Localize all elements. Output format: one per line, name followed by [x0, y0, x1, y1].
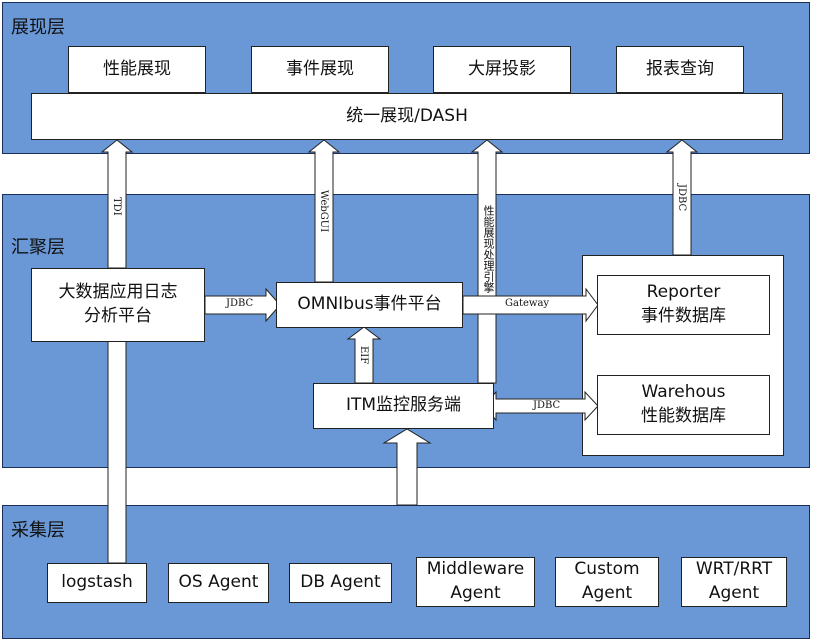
perf-engine-arrow	[470, 139, 504, 384]
jdbc-reporter-arrow	[665, 139, 699, 256]
agent-logstash: logstash	[47, 563, 147, 603]
jdbc-reporter-label: JDBC	[676, 184, 687, 212]
agent-os: OS Agent	[168, 563, 269, 603]
reporter-db: Reporter 事件数据库	[597, 275, 770, 335]
gateway-label: Gateway	[505, 298, 550, 309]
omnibus-platform: OMNIbus事件平台	[276, 282, 463, 328]
module-report: 报表查询	[616, 46, 744, 93]
agent-middleware: Middleware Agent	[416, 557, 535, 607]
module-performance: 性能展现	[68, 46, 206, 93]
agents-to-itm-arrow	[382, 428, 432, 506]
perf-engine-label: 性能展现处理引擎	[482, 205, 495, 293]
tdi-label: TDI	[111, 197, 122, 216]
module-event: 事件展现	[251, 46, 389, 93]
webgui-arrow	[307, 139, 341, 283]
dash-bar: 统一展现/DASH	[31, 93, 783, 140]
itm-server: ITM监控服务端	[313, 383, 494, 429]
collection-layer-title: 采集层	[11, 520, 65, 541]
jdbc-warehouse-label: JDBC	[533, 400, 561, 411]
eif-arrow	[346, 326, 382, 384]
agent-wrt-rrt: WRT/RRT Agent	[681, 557, 787, 607]
agent-custom: Custom Agent	[555, 557, 659, 607]
warehouse-db: Warehous 性能数据库	[597, 375, 770, 435]
logstash-arrow	[100, 312, 134, 564]
eif-label: EIF	[358, 346, 369, 365]
module-bigscreen: 大屏投影	[433, 46, 571, 93]
jdbc-omnibus-label: JDBC	[226, 298, 254, 309]
aggregation-layer-title: 汇聚层	[11, 237, 65, 258]
bigdata-platform: 大数据应用日志 分析平台	[31, 268, 205, 342]
tdi-arrow	[100, 139, 134, 269]
gateway-arrow	[462, 287, 599, 323]
jdbc-omnibus-arrow	[204, 287, 281, 323]
agent-db: DB Agent	[289, 563, 392, 603]
presentation-layer-title: 展现层	[11, 17, 65, 38]
webgui-label: WebGUI	[318, 190, 329, 233]
